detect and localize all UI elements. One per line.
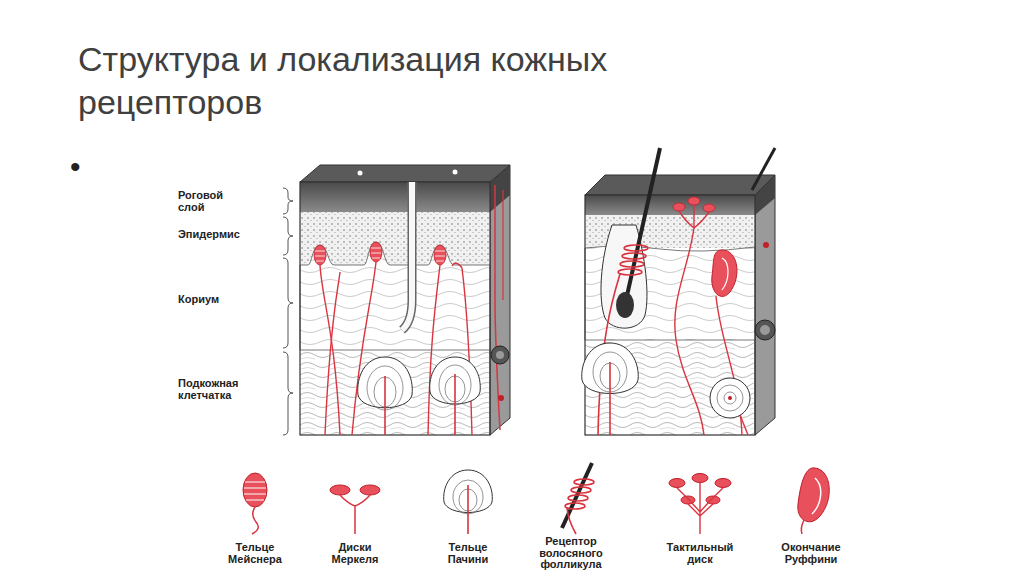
layer-label: Роговой слой [178,190,250,213]
layer-label: Кориум [178,294,278,306]
receptor-label: Рецептор волосяного фолликула [530,536,612,571]
receptor-label: Диски Меркеля [315,542,395,565]
bullet: • [70,152,94,182]
slide-title: Структура и локализация кожных рецепторо… [78,38,698,123]
layer-label: Эпидермис [178,229,278,241]
skin-block-right [582,148,775,435]
receptor-label: Тельце Мейснера [215,542,295,565]
receptor-label: Окончание Руффини [768,542,854,565]
receptor-label: Тактильный диск [655,542,745,565]
receptor-label: Тельце Пачини [428,542,508,565]
receptor-icons [243,463,829,534]
layer-label: Подкожная клетчатка [178,378,260,401]
skin-block-left [300,165,510,435]
